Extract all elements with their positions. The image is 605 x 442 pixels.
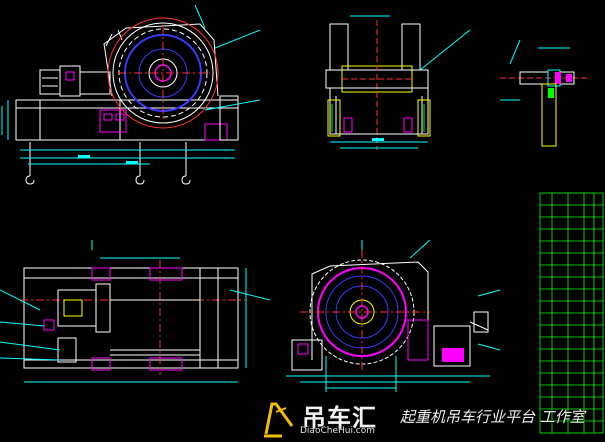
watermark: 吊车汇 DiaoCheHui.com 起重机吊车行业平台 工作室 [262, 396, 605, 442]
detail-view [500, 39, 590, 147]
watermark-url: DiaoCheHui.com [300, 426, 376, 436]
bom-table [539, 192, 604, 434]
plan-view [0, 240, 271, 383]
watermark-slogan: 起重机吊车行业平台 工作室 [400, 408, 585, 426]
watermark-brand: 吊车汇 [302, 404, 377, 432]
front-elevation-view [1, 4, 261, 185]
side-elevation-view [325, 15, 471, 150]
section-view [286, 239, 501, 392]
crane-logo-icon [264, 402, 294, 438]
